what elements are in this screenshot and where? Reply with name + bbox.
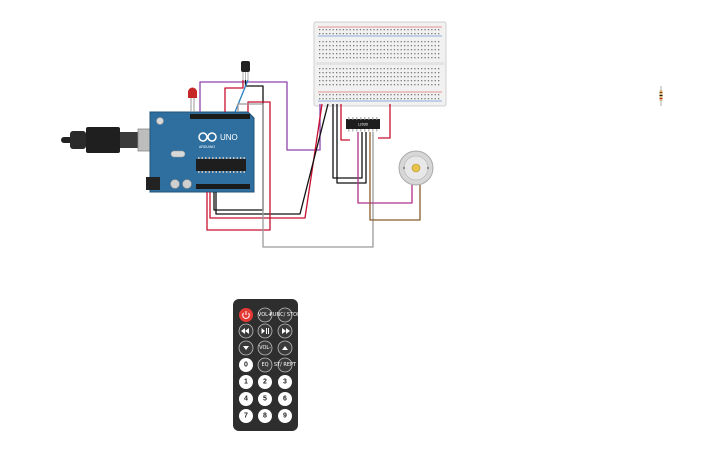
num-7-label: 7 <box>244 413 248 420</box>
board-logo-text: UNO <box>220 133 238 142</box>
atmega-chip <box>198 157 245 173</box>
arduino-logo: UNO ARDUINO <box>198 132 238 149</box>
vol-up-label: VOL+ <box>258 312 272 318</box>
num-5-button[interactable]: 5 <box>258 392 272 406</box>
num-4-label: 4 <box>244 396 248 403</box>
wire-gnd-black <box>215 103 329 215</box>
num-8-label: 8 <box>263 413 267 420</box>
resistor[interactable] <box>659 86 663 106</box>
vol-down-label: VOL- <box>259 345 271 351</box>
arduino-uno-board[interactable]: UNO ARDUINO <box>61 111 255 193</box>
wire-ir-blue <box>234 79 249 113</box>
num-7-button[interactable]: 7 <box>239 409 253 423</box>
l293d-ic[interactable]: L293D <box>346 117 380 132</box>
num-3-button[interactable]: 3 <box>278 375 292 389</box>
fast-forward-icon <box>282 328 290 334</box>
down-button[interactable] <box>238 340 254 356</box>
up-button[interactable] <box>277 340 293 356</box>
ic-label: L293D <box>358 123 369 127</box>
num-2-button[interactable]: 2 <box>258 375 272 389</box>
eq-button[interactable]: EQ <box>257 357 273 373</box>
st-rept-label: ST/ REPT <box>274 362 297 368</box>
vol-up-button[interactable]: VOL+ <box>257 307 273 323</box>
ir-receiver[interactable] <box>241 61 250 80</box>
rewind-icon <box>241 328 249 334</box>
prev-button[interactable] <box>238 323 254 339</box>
power-button[interactable] <box>239 308 253 322</box>
reset-button[interactable] <box>156 117 164 125</box>
num-6-label: 6 <box>283 396 287 403</box>
num-8-button[interactable]: 8 <box>258 409 272 423</box>
num-9-button[interactable]: 9 <box>278 409 292 423</box>
next-button[interactable] <box>277 323 293 339</box>
num-0-label: 0 <box>244 362 248 369</box>
play-icon <box>261 328 265 334</box>
wires <box>199 79 421 248</box>
wire-ic-red <box>340 104 350 141</box>
num-9-label: 9 <box>283 413 287 420</box>
down-arrow-icon <box>243 346 249 350</box>
breadboard-holes <box>319 29 440 100</box>
num-4-button[interactable]: 4 <box>239 392 253 406</box>
ir-remote[interactable]: VOL+ FUNC/ STOP VOL- <box>233 299 300 431</box>
dc-motor[interactable] <box>398 150 434 186</box>
num-5-label: 5 <box>263 396 267 403</box>
eq-label: EQ <box>261 362 268 368</box>
wire-motor-brown <box>369 132 421 221</box>
num-2-label: 2 <box>263 379 267 386</box>
wire-ic-red-2 <box>378 104 391 139</box>
red-led[interactable] <box>188 87 197 113</box>
func-stop-button[interactable]: FUNC/ STOP <box>270 307 300 323</box>
st-rept-button[interactable]: ST/ REPT <box>274 357 297 373</box>
breadboard[interactable] <box>313 21 447 107</box>
up-arrow-icon <box>282 346 288 350</box>
play-pause-button[interactable] <box>257 323 273 339</box>
wire-ic-black-1 <box>332 104 363 179</box>
num-3-label: 3 <box>283 379 287 386</box>
usb-cable <box>61 127 159 153</box>
wire-purple <box>199 81 321 151</box>
num-1-label: 1 <box>244 379 248 386</box>
wire-gray <box>237 103 374 248</box>
wire-motor-magenta <box>357 132 413 204</box>
wire-ic-black-2 <box>336 104 367 184</box>
num-6-button[interactable]: 6 <box>278 392 292 406</box>
num-0-button[interactable]: 0 <box>239 358 253 372</box>
func-stop-label: FUNC/ STOP <box>270 312 300 318</box>
num-1-button[interactable]: 1 <box>239 375 253 389</box>
vol-down-button[interactable]: VOL- <box>257 340 273 356</box>
pause-icon <box>266 328 267 334</box>
wire-ir-red <box>224 80 244 112</box>
board-brand-text: ARDUINO <box>199 145 215 149</box>
